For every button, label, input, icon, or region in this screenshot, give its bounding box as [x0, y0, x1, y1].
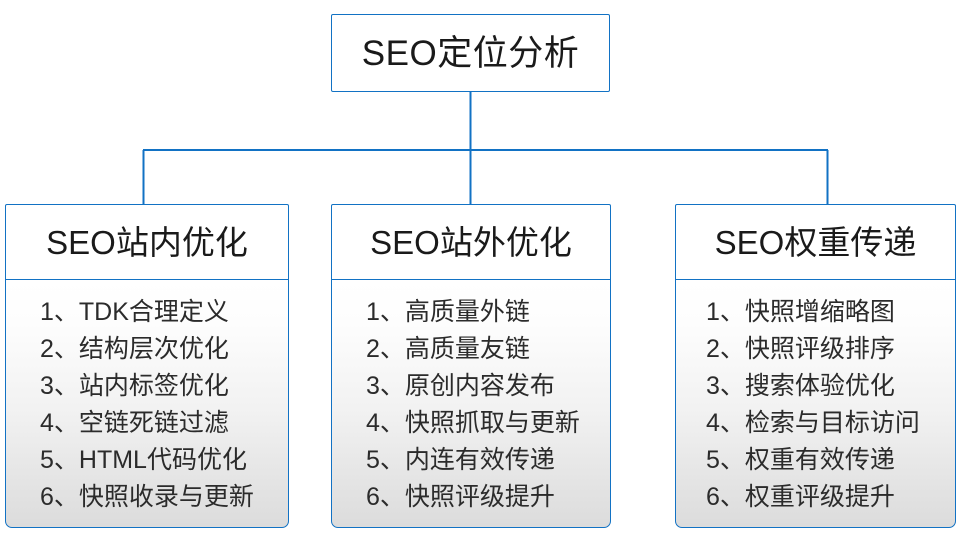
branch-column-2: SEO权重传递 1、快照增缩略图 2、快照评级排序 3、搜索体验优化 4、检索与… — [675, 204, 956, 529]
list-item: 3、站内标签优化 — [40, 372, 229, 401]
list-item: 6、快照收录与更新 — [40, 483, 254, 512]
branch-list-2: 1、快照增缩略图 2、快照评级排序 3、搜索体验优化 4、检索与目标访问 5、权… — [675, 279, 956, 529]
branch-list-0: 1、TDK合理定义 2、结构层次优化 3、站内标签优化 4、空链死链过滤 5、H… — [5, 279, 289, 529]
branch-list-1: 1、高质量外链 2、高质量友链 3、原创内容发布 4、快照抓取与更新 5、内连有… — [331, 279, 611, 529]
list-item: 1、TDK合理定义 — [40, 298, 229, 327]
list-item: 3、原创内容发布 — [366, 372, 555, 401]
branch-header-0[interactable]: SEO站内优化 — [5, 204, 289, 281]
list-item: 1、高质量外链 — [366, 298, 530, 327]
list-item: 6、权重评级提升 — [706, 483, 895, 512]
branch-header-label-0: SEO站内优化 — [46, 224, 248, 261]
branch-header-label-2: SEO权重传递 — [714, 224, 917, 261]
branch-column-0: SEO站内优化 1、TDK合理定义 2、结构层次优化 3、站内标签优化 4、空链… — [5, 204, 289, 529]
branch-header-label-1: SEO站外优化 — [370, 224, 572, 261]
list-item: 4、检索与目标访问 — [706, 409, 920, 438]
list-item: 6、快照评级提升 — [366, 483, 555, 512]
branch-header-1[interactable]: SEO站外优化 — [331, 204, 611, 281]
list-item: 4、快照抓取与更新 — [366, 409, 580, 438]
list-item: 4、空链死链过滤 — [40, 409, 229, 438]
branch-header-2[interactable]: SEO权重传递 — [675, 204, 956, 281]
list-item: 5、内连有效传递 — [366, 446, 555, 475]
root-node[interactable]: SEO定位分析 — [331, 14, 610, 92]
list-item: 1、快照增缩略图 — [706, 298, 895, 327]
list-item: 3、搜索体验优化 — [706, 372, 895, 401]
list-item: 5、HTML代码优化 — [40, 446, 247, 475]
list-item: 2、结构层次优化 — [40, 335, 229, 364]
branch-column-1: SEO站外优化 1、高质量外链 2、高质量友链 3、原创内容发布 4、快照抓取与… — [331, 204, 611, 529]
list-item: 2、高质量友链 — [366, 335, 530, 364]
list-item: 2、快照评级排序 — [706, 335, 895, 364]
root-node-label: SEO定位分析 — [361, 33, 580, 73]
list-item: 5、权重有效传递 — [706, 446, 895, 475]
